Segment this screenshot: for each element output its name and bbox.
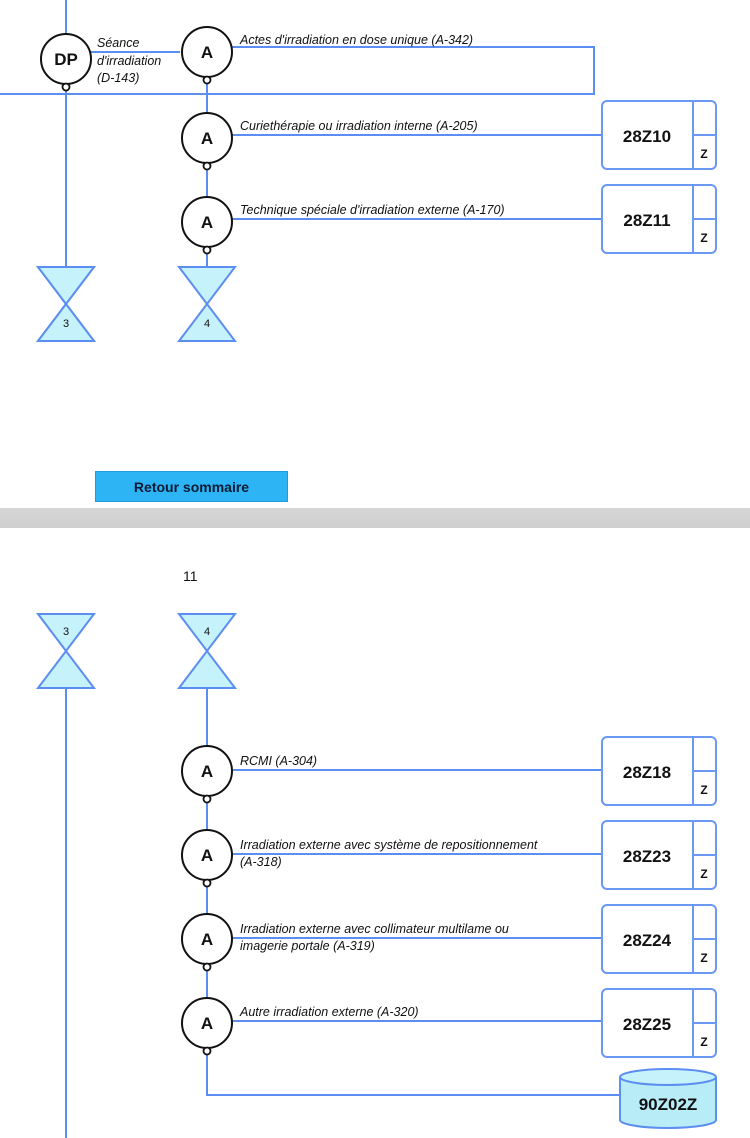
acte-label-a205: Curiethérapie ou irradiation interne (A-…: [240, 119, 478, 133]
acte-node-a205[interactable]: A: [181, 112, 233, 171]
connector-in-3[interactable]: 3: [35, 613, 97, 689]
ghm-code: 28Z25: [623, 1015, 671, 1034]
ghm-box-28z24[interactable]: 28Z24 Z: [601, 904, 717, 974]
acte-label-a342: Actes d'irradiation en dose unique (A-34…: [239, 33, 473, 47]
flow-line-loop: [0, 46, 595, 95]
ghm-code: 28Z24: [623, 931, 672, 950]
ghm-cylinder-90z02z[interactable]: 90Z02Z: [619, 1068, 717, 1129]
acte-label-a320: Autre irradiation externe (A-320): [239, 1005, 419, 1019]
acte-label-a170: Technique spéciale d'irradiation externe…: [240, 203, 505, 217]
connector-label: 4: [204, 626, 210, 638]
page-number: 11: [183, 568, 198, 584]
node-symbol: A: [201, 930, 213, 949]
acte-label-a319-line2: imagerie portale (A-319): [240, 939, 375, 953]
node-symbol: A: [201, 762, 213, 781]
acte-label-a304: RCMI (A-304): [240, 754, 317, 768]
ghm-box-28z18[interactable]: 28Z18 Z: [601, 736, 717, 806]
severity-code: Z: [700, 783, 707, 797]
severity-code: Z: [700, 147, 707, 161]
node-symbol: A: [201, 1014, 213, 1033]
ghm-box-28z10[interactable]: 28Z10 Z: [601, 100, 717, 170]
node-dp-label-line3: (D-143): [97, 71, 139, 85]
severity-code: Z: [700, 867, 707, 881]
flow-line-to-90z02z: [206, 1051, 620, 1096]
ghm-code: 90Z02Z: [639, 1095, 698, 1114]
ghm-box-28z25[interactable]: 28Z25 Z: [601, 988, 717, 1058]
acte-node-a304[interactable]: A: [181, 745, 233, 804]
node-symbol: A: [201, 43, 213, 62]
ghm-code: 28Z10: [623, 127, 671, 146]
acte-node-a318[interactable]: A: [181, 829, 233, 888]
node-symbol: A: [201, 129, 213, 148]
acte-node-a320[interactable]: A: [181, 997, 233, 1056]
connector-out-3[interactable]: 3: [35, 266, 97, 342]
severity-code: Z: [700, 231, 707, 245]
acte-node-a319[interactable]: A: [181, 913, 233, 972]
node-dp-label-line1: Séance: [97, 36, 139, 50]
severity-code: Z: [700, 1035, 707, 1049]
acte-label-a319-line1: Irradiation externe avec collimateur mul…: [240, 922, 509, 936]
page-separator: [0, 508, 750, 528]
ghm-code: 28Z11: [623, 211, 670, 230]
decision-node-dp[interactable]: DP: [40, 33, 92, 92]
severity-code: Z: [700, 951, 707, 965]
ghm-code: 28Z18: [623, 763, 671, 782]
node-dp-label-line2: d'irradiation: [97, 54, 161, 68]
acte-label-a318-line2: (A-318): [240, 855, 282, 869]
connector-label: 3: [63, 626, 69, 638]
ghm-box-28z23[interactable]: 28Z23 Z: [601, 820, 717, 890]
connector-out-4[interactable]: 4: [176, 266, 238, 342]
acte-label-a318-line1: Irradiation externe avec système de repo…: [240, 838, 538, 852]
node-dp-symbol: DP: [54, 50, 78, 69]
acte-node-a170[interactable]: A: [181, 196, 233, 255]
node-symbol: A: [201, 846, 213, 865]
connector-label: 4: [204, 318, 210, 330]
ghm-code: 28Z23: [623, 847, 671, 866]
node-symbol: A: [201, 213, 213, 232]
ghm-box-28z11[interactable]: 28Z11 Z: [601, 184, 717, 254]
acte-node-a342[interactable]: A: [181, 26, 233, 85]
connector-label: 3: [63, 318, 69, 330]
connector-in-4[interactable]: 4: [176, 613, 238, 689]
return-summary-button[interactable]: Retour sommaire: [95, 471, 288, 502]
